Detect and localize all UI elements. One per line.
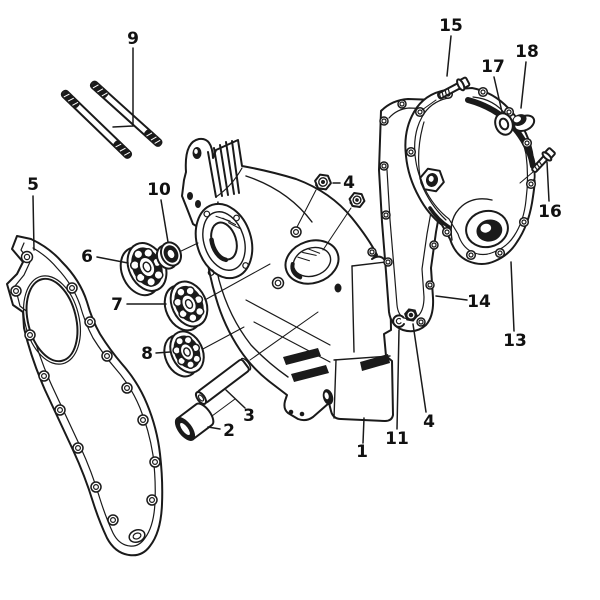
bearing-6 [119, 242, 168, 297]
callout-10: 10 [147, 180, 171, 200]
callout-4-upper: 4 [343, 173, 355, 193]
callout-14: 14 [467, 292, 491, 312]
cap-nut-18 [512, 114, 536, 133]
circlip [392, 314, 405, 328]
callout-8: 8 [141, 344, 153, 364]
seal-10 [155, 241, 182, 270]
callout-1: 1 [356, 442, 368, 462]
crank-opening [194, 202, 254, 280]
cover-output-opening [450, 198, 509, 249]
callout-13: 13 [503, 331, 527, 351]
nut-4-upper-a [314, 173, 332, 191]
callout-4-lower: 4 [423, 412, 435, 432]
callout-17: 17 [481, 57, 505, 77]
cover-rim-holes [405, 86, 537, 261]
callout-16: 16 [538, 202, 562, 222]
studs [60, 80, 163, 159]
cylinder-fins [207, 140, 243, 198]
callout-15: 15 [439, 16, 463, 36]
cover-hex-boss [419, 167, 445, 193]
callout-7: 7 [111, 295, 123, 315]
gasket-left [6, 235, 164, 557]
screw-16 [531, 147, 556, 173]
callout-9: 9 [127, 29, 139, 49]
washer-17 [494, 112, 514, 136]
nut-4-lower [404, 308, 418, 322]
dowel-pin [194, 357, 252, 405]
callout-18: 18 [515, 42, 539, 62]
screw-15 [437, 76, 471, 100]
callout-6: 6 [81, 247, 93, 267]
bearing-seat-opening [284, 239, 340, 285]
callout-3: 3 [243, 406, 255, 426]
gasket-left-holes [10, 250, 161, 544]
callout-5: 5 [27, 175, 39, 195]
bushing [174, 402, 215, 441]
side-cover [404, 86, 537, 265]
nut-4-upper-b [348, 192, 366, 208]
bearing-7 [163, 280, 209, 332]
callouts: 1 2 3 4 4 5 6 7 8 9 10 11 13 14 15 16 17 [27, 16, 562, 462]
crankcase [181, 137, 394, 422]
bearing-8 [163, 330, 205, 378]
callout-2: 2 [223, 421, 235, 441]
callout-11: 11 [385, 429, 409, 449]
